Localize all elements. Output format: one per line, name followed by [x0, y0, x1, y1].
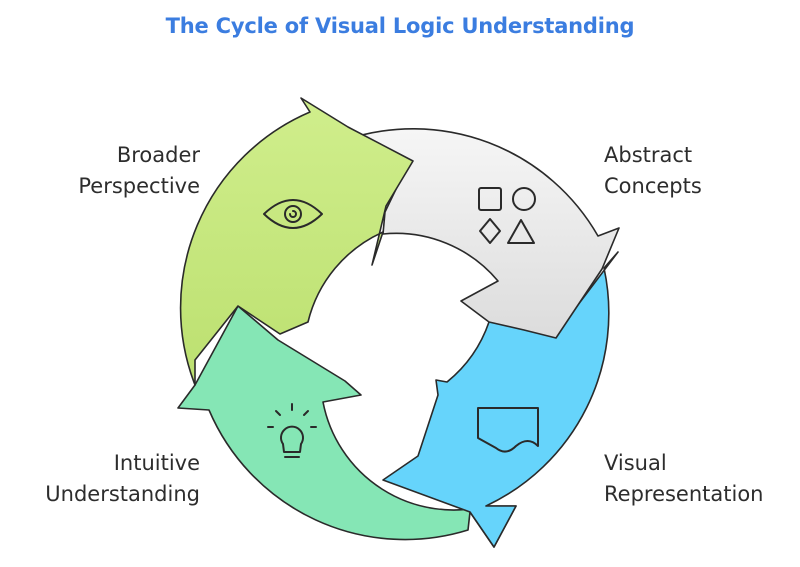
label-line: Intuitive	[113, 451, 200, 475]
label-line: Abstract	[604, 143, 693, 167]
shapes-icon	[478, 187, 536, 244]
label-line: Understanding	[45, 482, 200, 506]
lightbulb-icon	[267, 403, 317, 458]
label-line: Representation	[604, 482, 764, 506]
label-line: Broader	[116, 143, 200, 167]
label-broader-perspective: Broader Perspective	[78, 140, 200, 202]
document-icon	[477, 407, 539, 453]
label-intuitive-understanding: Intuitive Understanding	[45, 448, 200, 510]
label-line: Concepts	[604, 174, 702, 198]
diagram-title: The Cycle of Visual Logic Understanding	[165, 14, 635, 38]
label-visual-representation: Visual Representation	[604, 448, 764, 510]
label-abstract-concepts: Abstract Concepts	[604, 140, 702, 202]
label-line: Visual	[604, 451, 667, 475]
eye-icon	[263, 199, 323, 229]
label-line: Perspective	[78, 174, 200, 198]
segment-broader-perspective	[179, 97, 414, 386]
